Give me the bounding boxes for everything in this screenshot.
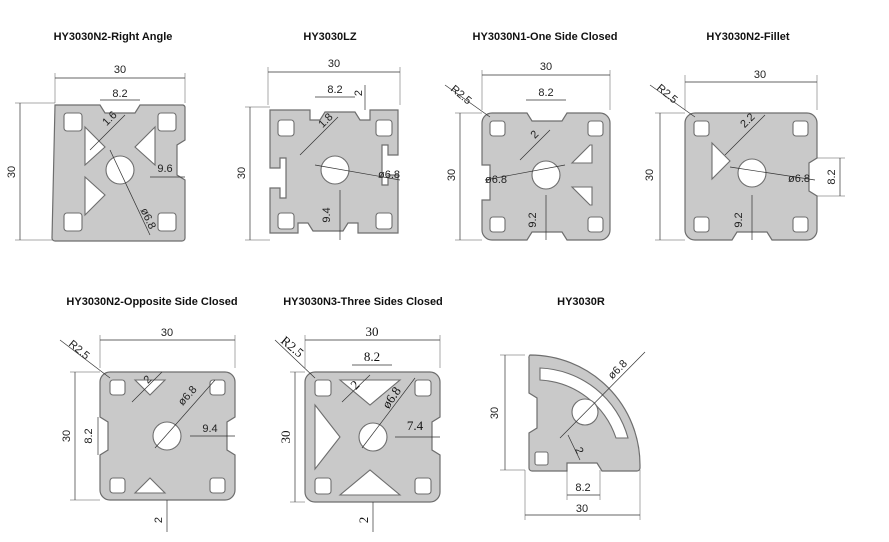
- slot-depth-label: 9.6: [157, 163, 172, 175]
- bore-label: ø6.8: [378, 169, 400, 181]
- dimension-slot-depth: 9.4: [321, 190, 341, 240]
- dimension-height: 30: [489, 354, 525, 471]
- profile-drawing-opposite-side-closed: 30 30 R2.5 2 ø6.8 8.2 9.4 2: [59, 327, 236, 532]
- height-label: 30: [61, 430, 73, 442]
- dimension-slot: 8.2: [100, 88, 140, 101]
- wall-bottom-label: 2: [356, 517, 371, 524]
- profile-drawing-lz: 30 30 8.2 2 1.8 ø6.8 9.4: [236, 58, 401, 241]
- profile-title-r: HY3030R: [557, 296, 605, 308]
- dimension-height: 30: [644, 112, 685, 241]
- dimension-slot-side: 8.2: [83, 417, 99, 455]
- bore-label: ø6.8: [606, 358, 630, 382]
- dimension-slot: 8.2: [566, 470, 601, 500]
- wall-bottom-label: 2: [153, 517, 165, 523]
- dimension-wall-bottom: 2: [356, 502, 374, 532]
- dimension-width: 30: [54, 64, 186, 103]
- radius-label: R2.5: [278, 333, 307, 361]
- slot-label: 8.2: [112, 88, 127, 100]
- dimension-bore: ø6.8: [314, 164, 401, 181]
- bore-label: ø6.8: [485, 174, 507, 186]
- width-label: 30: [576, 503, 588, 515]
- slot-label: 8.2: [538, 87, 553, 99]
- dimension-width: 30: [304, 324, 441, 368]
- profile-drawing-three-sides-closed: 30 30 R2.5 8.2 2 ø6.8 7.4 2: [274, 324, 441, 532]
- dimension-slot-depth: 7.4: [395, 418, 440, 438]
- dimension-radius: R2.5: [444, 83, 491, 118]
- dimension-width: 30: [481, 61, 611, 110]
- height-label: 30: [278, 431, 293, 444]
- dimension-height: 30: [6, 102, 55, 241]
- dimension-bore: ø6.8: [729, 166, 816, 185]
- dimension-radius: R2.5: [649, 82, 696, 118]
- dimension-slot-depth: 9.6: [150, 163, 185, 178]
- width-label: 30: [161, 327, 173, 339]
- dimension-slot: 8.2: [352, 349, 392, 366]
- dimension-wall: 2: [567, 434, 585, 461]
- radius-label: R2.5: [448, 83, 474, 107]
- dimension-width: 30: [267, 58, 401, 105]
- dimension-height: 30: [446, 112, 482, 241]
- height-label: 30: [236, 167, 248, 179]
- dimension-radius: R2.5: [274, 333, 316, 379]
- dimension-slot: 8.2: [315, 84, 355, 98]
- dimension-width: 30: [524, 470, 641, 520]
- dimension-height: 30: [61, 371, 100, 501]
- dimension-height: 30: [278, 371, 305, 503]
- profile-drawing-fillet: 30 30 R2.5 2.2 ø6.8 8.2 9.2: [644, 69, 845, 241]
- slot-depth-label: 9.4: [202, 423, 217, 435]
- width-label: 30: [328, 58, 340, 70]
- profile-drawing-right-angle: 30 30 8.2 1.6 9.6 ø6.8: [6, 64, 186, 242]
- dimension-slot-depth: 9.2: [527, 195, 547, 240]
- radius-label: R2.5: [654, 82, 680, 106]
- dimension-height: 30: [236, 106, 270, 241]
- profile-title-fillet: HY3030N2-Fillet: [706, 31, 790, 43]
- dimension-bore: ø6.8: [484, 164, 566, 186]
- slot-depth-label: 9.2: [527, 212, 539, 227]
- width-label: 30: [114, 64, 126, 76]
- slot-depth-label: 9.2: [733, 212, 745, 227]
- height-label: 30: [489, 407, 501, 419]
- dimension-slot-depth: 9.2: [733, 195, 753, 240]
- profile-drawing-r: 30 30 ø6.8 2 8.2: [489, 351, 646, 520]
- profile-title-lz: HY3030LZ: [303, 31, 357, 43]
- profile-title-opposite-side-closed: HY3030N2-Opposite Side Closed: [66, 296, 238, 308]
- slot-side-label: 8.2: [826, 169, 838, 184]
- profile-title-one-side-closed: HY3030N1-One Side Closed: [472, 31, 618, 43]
- slot-depth-label: 9.4: [321, 207, 333, 222]
- dimension-slot-side: 8.2: [817, 157, 845, 197]
- slot-side-label: 8.2: [83, 428, 95, 443]
- bore-label: ø6.8: [788, 173, 810, 185]
- dimension-slot: 8.2: [526, 87, 566, 101]
- width-label: 30: [540, 61, 552, 73]
- dimension-slot-depth: 9.4: [190, 423, 235, 437]
- dimension-width: 30: [99, 327, 236, 368]
- profile-title-right-angle: HY3030N2-Right Angle: [53, 31, 173, 43]
- height-label: 30: [446, 169, 458, 181]
- wall-label: 2: [572, 445, 585, 456]
- slot-label: 8.2: [364, 349, 380, 364]
- radius-label: R2.5: [66, 338, 92, 362]
- height-label: 30: [644, 169, 656, 181]
- width-label: 30: [366, 324, 379, 339]
- slot-depth-label: 7.4: [407, 418, 424, 433]
- dimension-width: 30: [684, 69, 818, 110]
- profile-title-three-sides-closed: HY3030N3-Three Sides Closed: [283, 296, 443, 308]
- lip-label: 2: [353, 90, 365, 96]
- height-label: 30: [6, 166, 18, 178]
- dimension-lip: 2: [353, 85, 366, 110]
- slot-label: 8.2: [575, 482, 590, 494]
- profile-drawing-one-side-closed: 30 30 R2.5 8.2 2 ø6.8 9.2: [444, 61, 611, 241]
- dimension-wall-bottom: 2: [153, 500, 168, 532]
- slot-label: 8.2: [327, 84, 342, 96]
- width-label: 30: [754, 69, 766, 81]
